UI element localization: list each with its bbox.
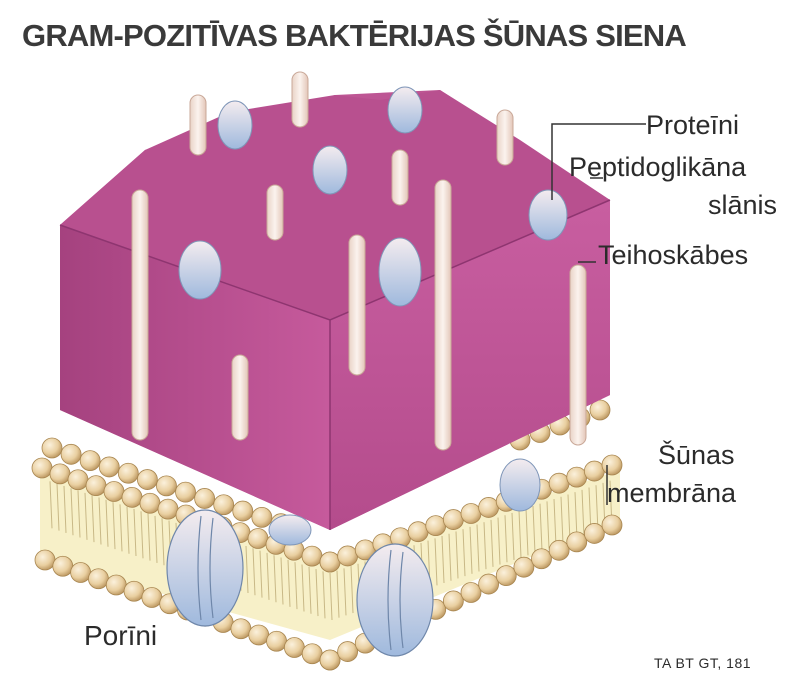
phospholipid-head	[514, 557, 534, 577]
phospholipid-head	[99, 457, 119, 477]
phospholipid-head	[106, 575, 126, 595]
teichoic-acid-rod	[570, 265, 586, 445]
phospholipid-head	[479, 574, 499, 594]
phospholipid-head	[443, 510, 463, 530]
protein	[388, 87, 422, 133]
phospholipid-head	[338, 642, 358, 662]
phospholipid-head	[137, 470, 157, 490]
label-teichoic-acids: Teihoskābes	[598, 240, 748, 271]
phospholipid-head	[443, 591, 463, 611]
phospholipid-head	[233, 501, 253, 521]
phospholipid-head	[156, 476, 176, 496]
phospholipid-head	[53, 556, 73, 576]
phospholipid-head	[602, 515, 622, 535]
protein	[269, 515, 311, 545]
teichoic-acid-rod	[292, 72, 308, 127]
label-porins: Porīni	[84, 620, 157, 652]
phospholipid-head	[68, 470, 88, 490]
phospholipid-head	[252, 507, 272, 527]
phospholipid-head	[602, 455, 622, 475]
phospholipid-head	[195, 488, 215, 508]
phospholipid-head	[214, 495, 234, 515]
phospholipid-head	[584, 461, 604, 481]
protein	[529, 190, 567, 240]
protein	[500, 459, 540, 511]
phospholipid-head	[549, 540, 569, 560]
phospholipid-head	[231, 619, 251, 639]
phospholipid-head	[88, 569, 108, 589]
phospholipid-head	[86, 476, 106, 496]
label-membrane-line2: membrāna	[607, 478, 736, 509]
phospholipid-head	[104, 482, 124, 502]
phospholipid-head	[35, 550, 55, 570]
label-proteins: Proteīni	[646, 110, 739, 141]
phospholipid-head	[142, 588, 162, 608]
phospholipid-head	[42, 438, 62, 458]
phospholipid-head	[284, 638, 304, 658]
phospholipid-head	[248, 529, 268, 549]
porin	[167, 510, 243, 626]
phospholipid-head	[320, 552, 340, 572]
phospholipid-head	[567, 532, 587, 552]
phospholipid-head	[338, 546, 358, 566]
phospholipid-head	[267, 631, 287, 651]
teichoic-acid-rod	[349, 235, 365, 375]
protein	[218, 101, 252, 149]
label-peptidoglycan-line2: slānis	[708, 190, 777, 221]
phospholipid-head	[532, 549, 552, 569]
porin	[357, 544, 433, 656]
phospholipid-head	[461, 583, 481, 603]
diagram-title: GRAM-POZITĪVAS BAKTĒRIJAS ŠŪNAS SIENA	[22, 18, 686, 54]
phospholipid-head	[320, 650, 340, 670]
phospholipid-head	[479, 497, 499, 517]
phospholipid-head	[496, 566, 516, 586]
protein	[313, 146, 347, 194]
protein	[379, 238, 421, 306]
phospholipid-head	[32, 458, 52, 478]
credit-line: TA BT GT, 181	[654, 655, 751, 671]
label-membrane-line1: Šūnas	[658, 440, 735, 471]
phospholipid-head	[140, 493, 160, 513]
phospholipid-head	[71, 563, 91, 583]
phospholipid-head	[549, 473, 569, 493]
teichoic-acid-rod	[132, 190, 148, 440]
teichoic-acid-rod	[267, 185, 283, 240]
phospholipid-head	[80, 451, 100, 471]
phospholipid-head	[408, 522, 428, 542]
teichoic-acid-rod	[435, 180, 451, 450]
phospholipid-head	[61, 444, 81, 464]
phospholipid-head	[158, 499, 178, 519]
phospholipid-head	[567, 467, 587, 487]
phospholipid-head	[302, 644, 322, 664]
phospholipid-head	[50, 464, 70, 484]
label-peptidoglycan-line1: Peptidoglikāna	[569, 152, 746, 183]
teichoic-acid-rod	[232, 355, 248, 440]
phospholipid-head	[122, 487, 142, 507]
phospholipid-head	[176, 482, 196, 502]
phospholipid-head	[118, 463, 138, 483]
phospholipid-head	[124, 581, 144, 601]
phospholipid-head	[302, 546, 322, 566]
phospholipid-head	[584, 523, 604, 543]
phospholipid-head	[426, 516, 446, 536]
protein	[179, 241, 221, 299]
phospholipid-head	[461, 504, 481, 524]
teichoic-acid-rod	[497, 110, 513, 165]
phospholipid-head	[249, 625, 269, 645]
teichoic-acid-rod	[190, 95, 206, 155]
teichoic-acid-rod	[392, 150, 408, 205]
